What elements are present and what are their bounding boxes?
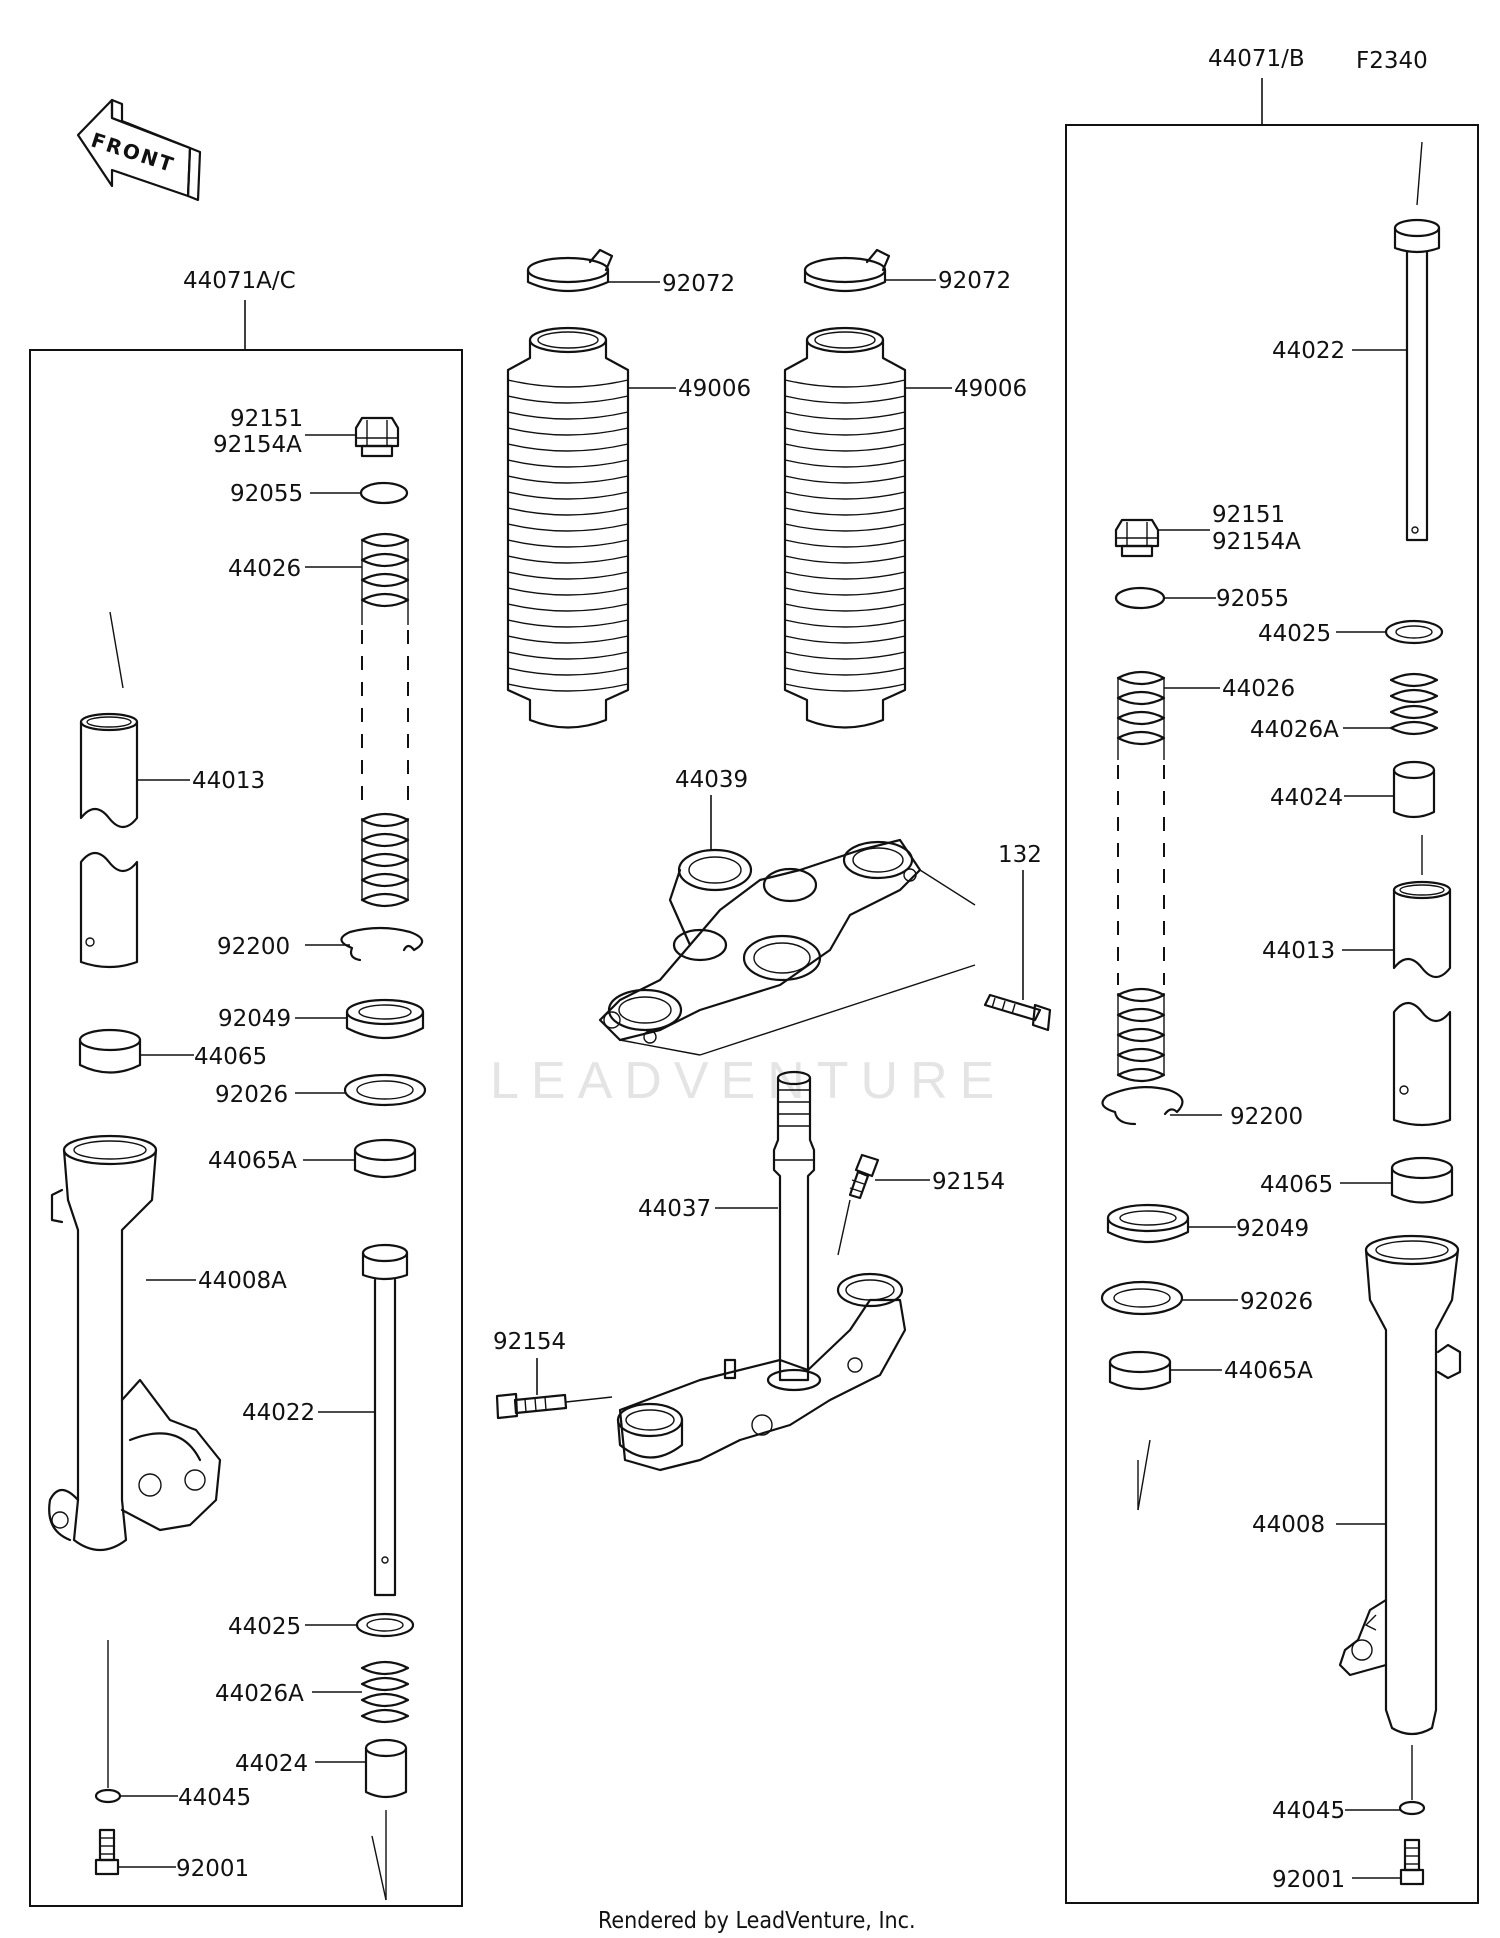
upper-bracket[interactable] bbox=[598, 838, 922, 1044]
label-44013: 44013 bbox=[192, 768, 265, 794]
watermark: LEADVENTURE bbox=[490, 1052, 1006, 1110]
label-r-44008: 44008 bbox=[1252, 1512, 1325, 1538]
inner-tube[interactable] bbox=[79, 611, 139, 969]
label-44026A: 44026A bbox=[215, 1681, 304, 1707]
label-44065: 44065 bbox=[194, 1044, 267, 1070]
boot-clamp-2[interactable] bbox=[803, 248, 891, 293]
bracket-bolt[interactable] bbox=[983, 993, 1052, 1032]
label-44025: 44025 bbox=[228, 1614, 301, 1640]
fork-boot-2[interactable] bbox=[783, 326, 907, 729]
right-oil-seal[interactable] bbox=[1106, 1203, 1190, 1244]
footer-credit: Rendered by LeadVenture, Inc. bbox=[598, 1908, 916, 1934]
front-arrow-icon: FRONT bbox=[76, 98, 202, 202]
label-44065A: 44065A bbox=[208, 1148, 297, 1174]
right-bushing-a[interactable] bbox=[1108, 1350, 1172, 1391]
stem-clamp-bolt[interactable] bbox=[495, 1392, 613, 1420]
right-fork-spring[interactable] bbox=[1116, 670, 1166, 1083]
label-r-92001: 92001 bbox=[1272, 1867, 1345, 1893]
label-44022: 44022 bbox=[242, 1400, 315, 1426]
stem-pinch-bolt[interactable] bbox=[837, 1153, 880, 1256]
left-assembly-box bbox=[29, 349, 463, 1907]
damper-rod[interactable] bbox=[361, 1243, 409, 1597]
oil-seal[interactable] bbox=[345, 998, 425, 1040]
right-o-ring[interactable] bbox=[1114, 586, 1166, 610]
label-r-92026: 92026 bbox=[1240, 1289, 1313, 1315]
label-r-44045: 44045 bbox=[1272, 1798, 1345, 1824]
fork-spring[interactable] bbox=[360, 532, 410, 908]
label-r-92055: 92055 bbox=[1216, 586, 1289, 612]
label-44026: 44026 bbox=[228, 556, 301, 582]
oil-lock-piece[interactable] bbox=[364, 1738, 408, 1799]
right-inner-tube[interactable] bbox=[1392, 835, 1452, 1127]
label-r-92154A: 92154A bbox=[1212, 529, 1301, 555]
copper-washer[interactable] bbox=[94, 1788, 122, 1804]
label-92151: 92151 bbox=[230, 406, 303, 432]
right-bushing[interactable] bbox=[1390, 1156, 1454, 1204]
label-44045: 44045 bbox=[178, 1785, 251, 1811]
right-outer-tube[interactable] bbox=[1338, 1234, 1462, 1736]
label-r-92200: 92200 bbox=[1230, 1104, 1303, 1130]
label-44024: 44024 bbox=[235, 1751, 308, 1777]
label-r-44025: 44025 bbox=[1258, 621, 1331, 647]
rebound-spring[interactable] bbox=[360, 1660, 410, 1724]
bushing[interactable] bbox=[78, 1028, 142, 1074]
label-r-44022: 44022 bbox=[1272, 338, 1345, 364]
right-cap-bolt[interactable] bbox=[1114, 518, 1160, 558]
label-92154A: 92154A bbox=[213, 432, 302, 458]
label-92154-2: 92154 bbox=[493, 1329, 566, 1355]
label-44039: 44039 bbox=[675, 767, 748, 793]
label-92049: 92049 bbox=[218, 1006, 291, 1032]
label-r-92049: 92049 bbox=[1236, 1216, 1309, 1242]
label-92154-1: 92154 bbox=[932, 1169, 1005, 1195]
washer[interactable] bbox=[343, 1073, 427, 1107]
label-49006-2: 49006 bbox=[954, 376, 1027, 402]
label-92055: 92055 bbox=[230, 481, 303, 507]
drain-bolt[interactable] bbox=[94, 1828, 120, 1876]
right-assembly-box bbox=[1065, 124, 1479, 1904]
label-132: 132 bbox=[998, 842, 1042, 868]
assembly-label-left[interactable]: 44071A/C bbox=[183, 268, 296, 294]
spring-seat[interactable] bbox=[355, 1612, 415, 1638]
label-92072-2: 92072 bbox=[938, 268, 1011, 294]
figure-code: F2340 bbox=[1356, 48, 1428, 74]
label-r-44065A: 44065A bbox=[1224, 1358, 1313, 1384]
label-49006-1: 49006 bbox=[678, 376, 751, 402]
fork-boot-1[interactable] bbox=[506, 326, 630, 729]
right-washer[interactable] bbox=[1100, 1280, 1184, 1316]
boot-clamp-1[interactable] bbox=[526, 248, 614, 293]
right-oil-lock-piece[interactable] bbox=[1392, 760, 1436, 819]
right-drain-bolt[interactable] bbox=[1399, 1838, 1425, 1886]
label-44037: 44037 bbox=[638, 1196, 711, 1222]
label-r-44024: 44024 bbox=[1270, 785, 1343, 811]
right-copper-washer[interactable] bbox=[1398, 1800, 1426, 1816]
label-r-44013: 44013 bbox=[1262, 938, 1335, 964]
bushing-a[interactable] bbox=[353, 1138, 417, 1179]
label-92026: 92026 bbox=[215, 1082, 288, 1108]
right-retaining-clip[interactable] bbox=[1101, 1086, 1184, 1126]
right-spring-seat[interactable] bbox=[1384, 619, 1444, 645]
label-r-44065: 44065 bbox=[1260, 1172, 1333, 1198]
label-92001: 92001 bbox=[176, 1856, 249, 1882]
assembly-label-right[interactable]: 44071/B bbox=[1208, 46, 1305, 72]
o-ring[interactable] bbox=[359, 481, 409, 505]
right-damper-rod[interactable] bbox=[1393, 141, 1441, 542]
steering-stem[interactable] bbox=[616, 1070, 907, 1472]
label-r-44026: 44026 bbox=[1222, 676, 1295, 702]
label-92200: 92200 bbox=[217, 934, 290, 960]
label-44008A: 44008A bbox=[198, 1268, 287, 1294]
right-rebound-spring[interactable] bbox=[1389, 672, 1439, 736]
label-92072-1: 92072 bbox=[662, 271, 735, 297]
outer-tube-a[interactable] bbox=[48, 1134, 222, 1552]
label-r-44026A: 44026A bbox=[1250, 717, 1339, 743]
retaining-clip[interactable] bbox=[340, 926, 424, 962]
label-r-92151: 92151 bbox=[1212, 502, 1285, 528]
cap-bolt[interactable] bbox=[354, 416, 400, 458]
